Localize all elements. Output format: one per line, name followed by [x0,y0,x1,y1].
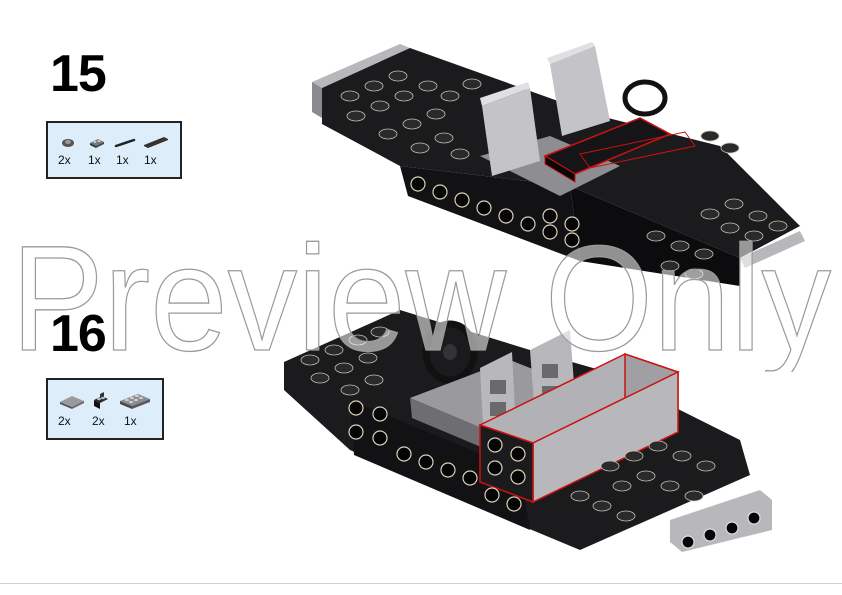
part-qty: 2x [92,414,105,428]
page-footer-rule [0,583,842,584]
part-qty: 1x [144,153,157,167]
part-qty: 1x [116,153,129,167]
part-qty: 1x [124,414,137,428]
step-number-15: 15 [50,45,107,103]
step-number-16: 16 [50,305,107,363]
part-qty: 2x [58,153,71,167]
small-clip-icon [62,139,74,147]
bracket-black-icon [94,392,108,409]
step-15-model [312,42,805,286]
plate-1x2-icon [90,139,104,148]
plate-2x4-gray-icon [120,394,150,409]
bar-icon [114,138,136,148]
step-16-model [284,310,772,552]
tile-1x4-icon [144,137,168,148]
parts-list-step-15: 2x 1x 1x 1x [46,121,182,179]
tile-2x2-gray-icon [60,396,84,409]
part-qty: 2x [58,414,71,428]
part-qty: 1x [88,153,101,167]
parts-list-step-16: 2x 2x 1x [46,378,164,440]
